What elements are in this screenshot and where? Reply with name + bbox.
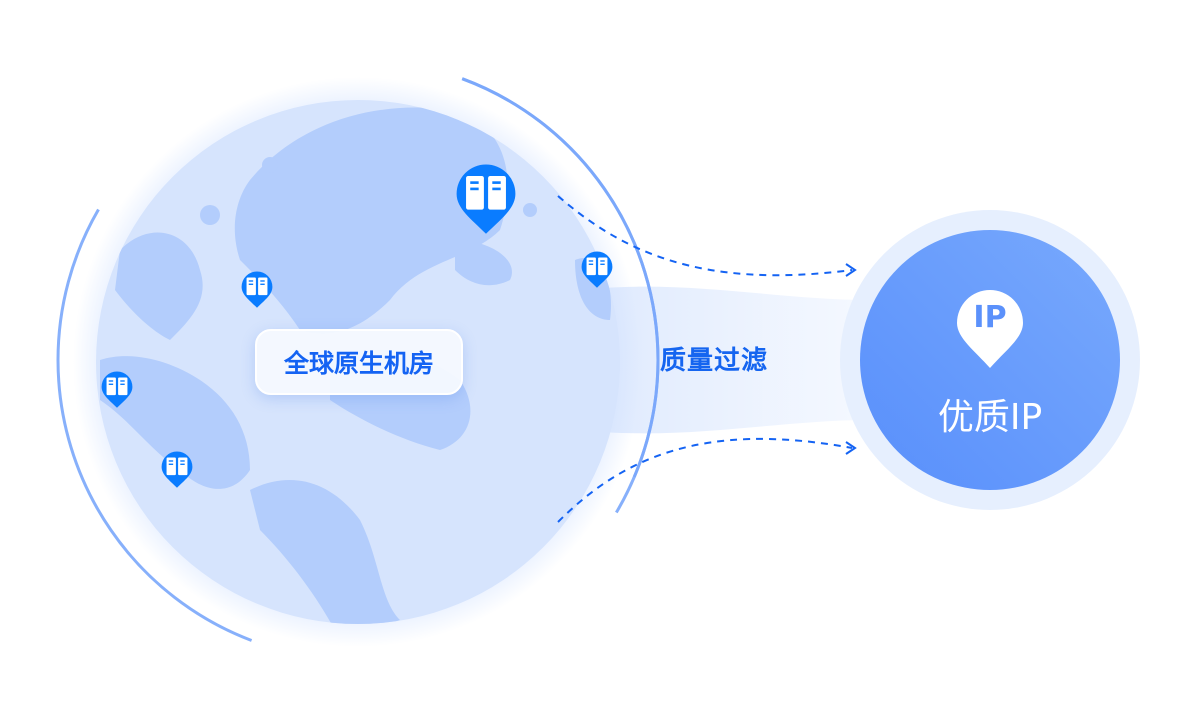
flow-arrow-top: [557, 195, 853, 277]
flow-arrow-bottom: [557, 437, 853, 523]
continents: [100, 107, 611, 624]
ip-pin-text: IP: [973, 300, 1007, 335]
global-datacenter-label: 全球原生机房: [255, 329, 463, 395]
arrow-head-icon: [845, 441, 857, 455]
quality-ip-title: 优质IP: [937, 397, 1043, 438]
arrow-head-icon: [845, 263, 857, 277]
quality-filter-label: 质量过滤: [660, 346, 769, 376]
ip-pin-icon: [957, 290, 1023, 368]
